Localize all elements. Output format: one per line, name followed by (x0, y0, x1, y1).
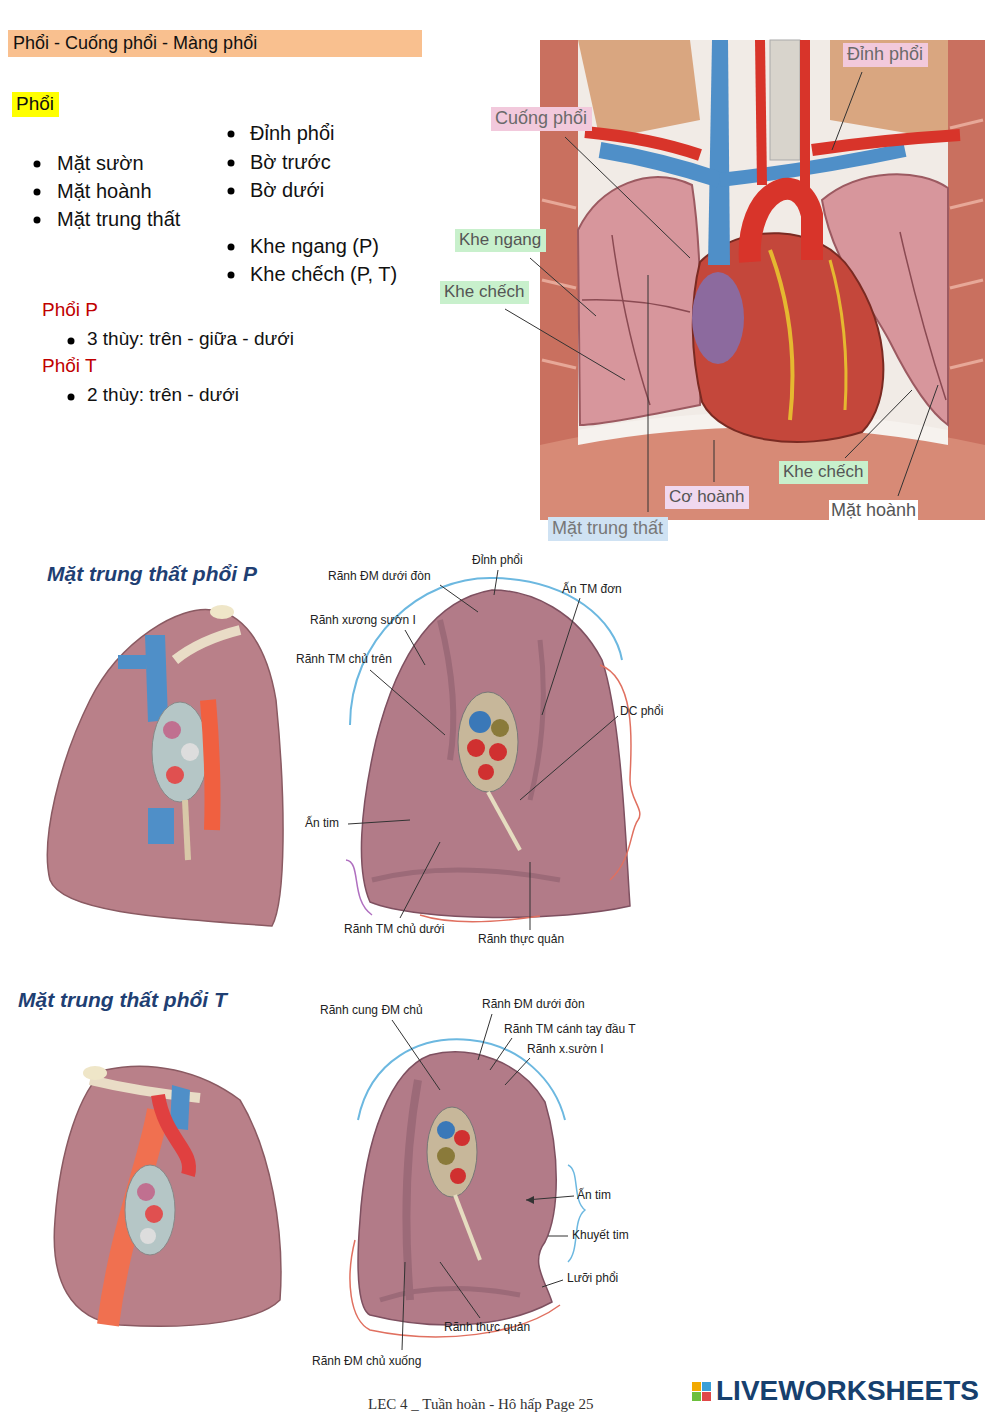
callout-label: Đỉnh phổi (472, 553, 523, 567)
callout-label: Rãnh cung ĐM chủ (320, 1003, 423, 1017)
footer-text: LIVEWORKSHEETS (716, 1374, 979, 1408)
note-text: Mặt trung thất phổi P (47, 561, 257, 586)
left-lung-figure (54, 1066, 281, 1326)
callout-label: Ấn tim (577, 1188, 611, 1202)
highlight-box: Khe ngang (455, 229, 546, 252)
box-label: Khe chếch (444, 282, 524, 302)
leader-lines (505, 72, 938, 512)
highlight-box: Khe chếch (779, 461, 868, 484)
box-label: Khe chếch (783, 462, 863, 482)
note-text: Phổi P (42, 299, 98, 322)
note-text: Mặt hoành (829, 500, 918, 522)
left-lung-mediastinal (350, 1039, 585, 1337)
highlight-box: Cơ hoành (665, 486, 749, 509)
callout-label: Ấn TM đơn (562, 582, 622, 596)
note-text: Phổi T (42, 355, 97, 378)
callout-label: Rãnh ĐM chủ xuống (312, 1354, 421, 1368)
highlight-box: Đỉnh phổi (843, 43, 928, 67)
callout-label: Rãnh thực quản (444, 1320, 530, 1334)
callout-label: Rãnh ĐM dưới đòn (482, 997, 585, 1011)
leader-lines (392, 1014, 574, 1350)
callout-label: Ấn tim (305, 816, 339, 830)
callout-label: Khuyết tim (572, 1228, 629, 1242)
box-label: Cuống phổi (495, 108, 587, 130)
box-label: Khe ngang (459, 230, 541, 250)
callout-label: Rãnh thực quản (478, 932, 564, 946)
note-text: Mặt trung thất phổi T (18, 987, 227, 1012)
note-text: Bờ trước (250, 150, 331, 174)
note-text: Khe ngang (P) (250, 234, 379, 258)
note-text: Mặt hoành (57, 179, 152, 203)
note-text: 2 thùy: trên - dưới (87, 384, 239, 407)
note-text: Bờ dưới (250, 178, 324, 202)
callout-label: Lưỡi phổi (567, 1271, 618, 1285)
highlight-box: Phổi (12, 92, 59, 117)
callout-label: Rãnh x.sườn I (527, 1042, 604, 1056)
bullets (34, 131, 235, 401)
callout-label: Rãnh TM cánh tay đầu T (504, 1022, 636, 1036)
highlight-box: Cuống phổi (491, 107, 592, 131)
callout-label: Rãnh TM chủ trên (296, 652, 392, 666)
callout-label: Rãnh TM chủ dưới (344, 922, 444, 936)
thorax-figure (540, 40, 985, 520)
box-label: Cơ hoành (669, 487, 744, 507)
callout-label: Rãnh xương sườn I (310, 613, 416, 627)
right-lung-mediastinal (346, 578, 640, 922)
highlight-box: Mặt trung thất (548, 517, 668, 541)
logo-mark (692, 1382, 711, 1401)
note-text: 3 thùy: trên - giữa - dưới (87, 328, 294, 351)
callout-label: DC phổi (620, 704, 663, 718)
right-lung-figure (47, 605, 283, 926)
footer-text: LEC 4 _ Tuần hoàn - Hô hấp Page 25 (368, 1395, 593, 1413)
box-label: Đỉnh phổi (847, 44, 923, 66)
note-text: Khe chếch (P, T) (250, 262, 397, 286)
highlight-box: Khe chếch (440, 281, 529, 304)
note-text: Mặt sườn (57, 151, 144, 175)
note-text: Đỉnh phổi (250, 121, 335, 145)
note-text: Mặt trung thất (57, 207, 180, 231)
box-label: Mặt trung thất (552, 518, 663, 540)
title-band: Phổi - Cuống phổi - Màng phổi (8, 30, 422, 57)
box-label: Phổi (16, 93, 54, 116)
callout-label: Rãnh ĐM dưới đòn (328, 569, 431, 583)
